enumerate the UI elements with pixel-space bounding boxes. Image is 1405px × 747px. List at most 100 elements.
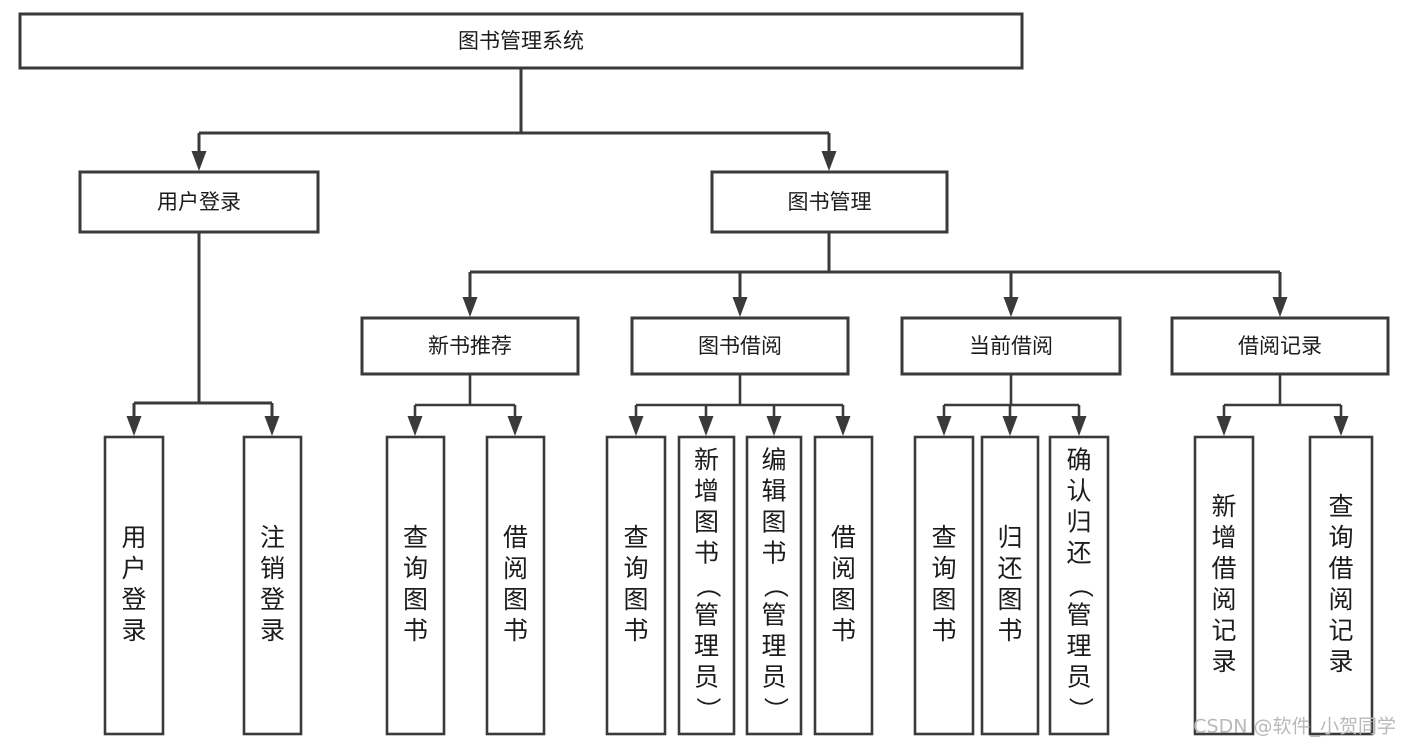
leaf-glyph: 书 (761, 539, 786, 568)
node-level2-book-management[interactable]: 图书管理 (710, 170, 949, 234)
leaf-glyph: 管 (761, 601, 786, 630)
arrow-head-current-to-leaves-0 (936, 416, 952, 436)
node-level2-user-login[interactable]: 用户登录 (78, 170, 320, 234)
node-level3-book-borrow[interactable]: 图书借阅 (630, 316, 850, 376)
node-box-level2-user-login[interactable] (78, 170, 320, 234)
leaf-glyph: 图 (694, 508, 719, 537)
leaf-glyph: 录 (121, 616, 146, 645)
leaf-glyph: 员 (761, 663, 786, 692)
node-label-level3-current-borrow: 当前借阅 (969, 334, 1053, 358)
leaf-glyph: （ (694, 573, 723, 598)
leaf-glyph: 录 (1328, 647, 1353, 676)
node-box-leaf-leaf-query-borrow-record[interactable] (1308, 435, 1374, 736)
leaf-glyph: 辑 (761, 477, 786, 506)
leaf-glyph: 阅 (503, 554, 528, 583)
node-box-leaf-leaf-user-logout[interactable] (242, 435, 303, 736)
arrow-head-bookmgmt-to-level3-3 (1272, 297, 1288, 317)
connector-group-borrow-to-leaves (628, 374, 851, 436)
node-box-level3-new-book-recommend[interactable] (360, 316, 580, 376)
node-box-leaf-leaf-return-book[interactable] (980, 435, 1040, 736)
leaf-glyph: 登 (121, 585, 146, 614)
leaf-glyph: 阅 (1211, 585, 1236, 614)
node-level3-borrow-record[interactable]: 借阅记录 (1170, 316, 1390, 376)
leaf-glyph: 图 (997, 585, 1022, 614)
arrow-head-borrow-to-leaves-1 (698, 416, 714, 436)
leaf-glyph: 书 (503, 616, 528, 645)
node-box-leaf-leaf-edit-book[interactable] (745, 435, 803, 736)
arrow-head-current-to-leaves-2 (1071, 416, 1087, 436)
leaf-glyph: 借 (831, 523, 856, 552)
leaf-glyph: 增 (694, 477, 719, 506)
leaf-glyph: 图 (931, 585, 956, 614)
node-box-leaf-leaf-user-login[interactable] (103, 435, 165, 736)
node-box-leaf-leaf-borrow-book-recommend[interactable] (485, 435, 546, 736)
leaf-glyph: （ (1066, 573, 1095, 598)
arrow-head-record-to-leaves-0 (1216, 416, 1232, 436)
node-box-leaf-leaf-add-book[interactable] (677, 435, 736, 736)
node-box-leaf-leaf-confirm-return[interactable] (1048, 435, 1110, 736)
leaf-glyph: 图 (623, 585, 648, 614)
connector-group-userlogin-to-leaves (126, 232, 280, 436)
leaf-glyph: 阅 (831, 554, 856, 583)
node-box-root-root[interactable] (18, 12, 1024, 70)
leaf-glyph: 记 (1211, 616, 1236, 645)
leaf-glyph: 员 (694, 663, 719, 692)
node-level3-current-borrow[interactable]: 当前借阅 (900, 316, 1122, 376)
leaf-glyph: 书 (831, 616, 856, 645)
arrow-head-userlogin-to-leaves-0 (126, 416, 142, 436)
leaf-glyph: 询 (1328, 523, 1353, 552)
node-box-leaf-leaf-query-book-recommend[interactable] (385, 435, 446, 736)
node-box-leaf-leaf-borrow-book[interactable] (813, 435, 874, 736)
leaf-glyph: ） (761, 697, 790, 722)
node-box-level2-book-management[interactable] (710, 170, 949, 234)
arrow-head-recommend-to-leaves-0 (407, 416, 423, 436)
leaf-glyph: 借 (1328, 554, 1353, 583)
arrow-head-current-to-leaves-1 (1002, 416, 1018, 436)
node-box-leaf-leaf-query-book-current[interactable] (913, 435, 975, 736)
leaf-glyph: 图 (831, 585, 856, 614)
node-box-level3-book-borrow[interactable] (630, 316, 850, 376)
leaf-glyph: 图 (403, 585, 428, 614)
node-layer: 图书管理系统用户登录图书管理新书推荐图书借阅当前借阅借阅记录用户登录注销登录查询… (18, 12, 1390, 736)
node-root-root[interactable]: 图书管理系统 (18, 12, 1024, 70)
arrow-head-bookmgmt-to-level3-1 (732, 297, 748, 317)
leaf-glyph: （ (761, 573, 790, 598)
node-label-level2-book-management: 图书管理 (788, 190, 872, 214)
node-level3-new-book-recommend[interactable]: 新书推荐 (360, 316, 580, 376)
leaf-glyph: 员 (1066, 663, 1091, 692)
node-box-leaf-leaf-query-book-borrow[interactable] (605, 435, 667, 736)
leaf-glyph: 图 (761, 508, 786, 537)
node-leaf-leaf-user-login[interactable]: 用户登录 (103, 435, 165, 736)
node-box-leaf-leaf-add-borrow-record[interactable] (1193, 435, 1255, 736)
arrow-head-root-to-level2-1 (821, 151, 837, 171)
arrow-head-borrow-to-leaves-0 (628, 416, 644, 436)
arrow-head-record-to-leaves-1 (1333, 416, 1349, 436)
connector-group-root-to-level2 (191, 68, 837, 171)
node-label-level3-book-borrow: 图书借阅 (698, 334, 782, 358)
node-box-level3-current-borrow[interactable] (900, 316, 1122, 376)
leaf-glyph: 还 (1066, 539, 1091, 568)
node-box-level3-borrow-record[interactable] (1170, 316, 1390, 376)
leaf-glyph: 理 (761, 632, 786, 661)
